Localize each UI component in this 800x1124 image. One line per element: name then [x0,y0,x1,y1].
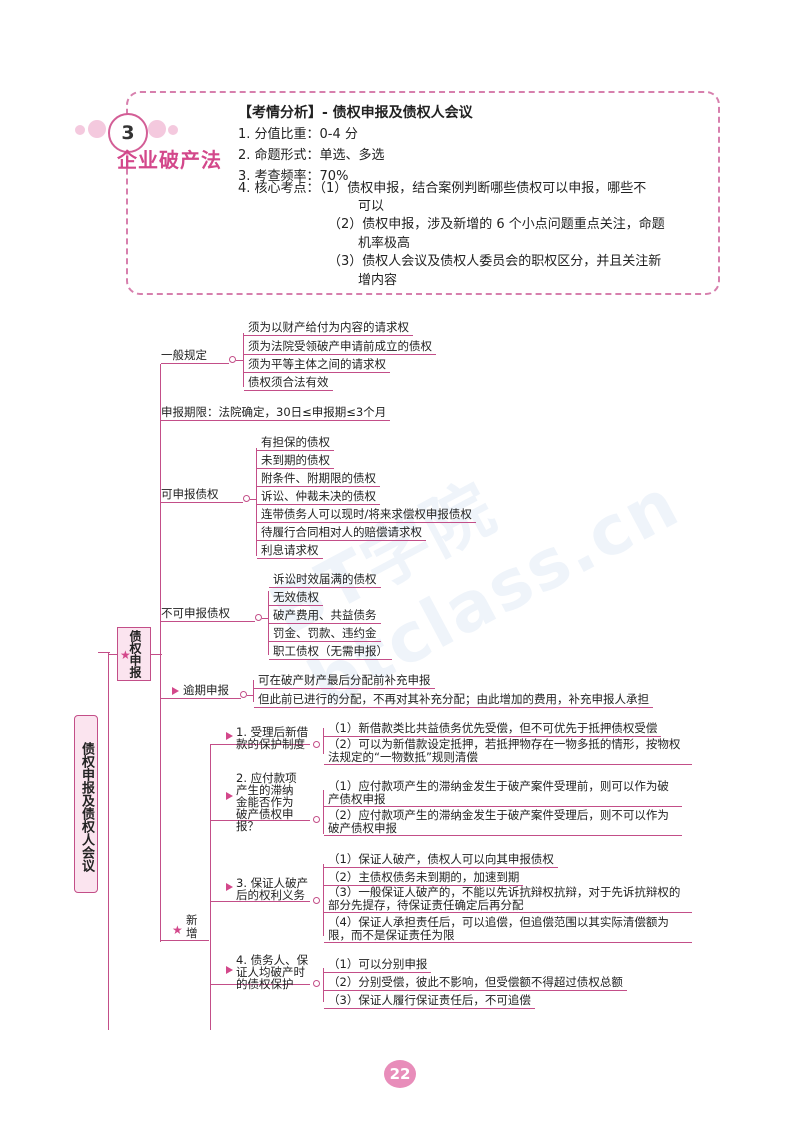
allowed-item: 有担保的债权 [257,435,334,451]
allowed-item: 连带债务人可以现时/将来求偿权申报债权 [257,507,476,523]
allowed-item: 待履行合同相对人的赔偿请求权 [257,525,426,541]
analysis-line: （3）债权人会议及债权人委员会的职权区分，并且关注新 [328,254,662,269]
connector-line [236,360,244,362]
claim-node: 债权申报 [117,627,151,681]
connector-line [323,864,325,936]
connector-line [150,654,162,656]
new-item: （1）应付款项产生的滞纳金发生于破产案件受理前，则可以作为破产债权申报 [324,780,682,807]
collapse-icon [243,495,250,502]
star-icon: ★ [120,648,131,662]
connector-line [108,654,118,656]
analysis-line: 3. 考查频率：70% [238,169,349,184]
collapse-icon [313,897,320,904]
connector-line [210,744,212,1030]
general-item: 须为以财产给付为内容的请求权 [244,320,413,336]
general-item: 债权须合法有效 [244,375,333,391]
connector-line [323,968,325,1002]
section-number-badge: 3 [108,113,148,153]
branch-new: 新增 [186,913,198,940]
new-group-label: 1. 受理后新借款的保护制度 [236,725,309,751]
analysis-line: 增内容 [358,273,398,288]
allowed-item: 利息请求权 [257,543,323,559]
connector-line [108,652,110,1030]
decor-dot-icon [88,120,106,138]
connector-line [247,695,254,697]
not-allowed-item: 罚金、罚款、违约金 [269,626,381,642]
new-item: （1）可以分别申报 [324,957,432,973]
allowed-item: 未到期的债权 [257,453,334,469]
connector-line [210,901,310,903]
deadline-rule: 申报期限：法院确定，30日≤申报期≤3个月 [161,405,391,421]
collapse-icon [240,691,247,698]
section-title: 企业破产法 [117,148,222,172]
root-node: 债权申报及债权人会议 [74,715,98,893]
branch-general: 一般规定 [161,348,229,364]
connector-line [256,448,258,556]
analysis-line: 可以 [358,199,385,214]
new-group-label: 2. 应付款项产生的滞纳金能否作为破产债权申报？ [236,771,297,833]
new-item: （2）应付款项产生的滞纳金发生于破产案件受理后，则不可以作为破产债权申报 [324,809,682,836]
decor-dot-icon [148,120,166,138]
connector-line [160,364,162,942]
collapse-icon [255,614,262,621]
not-allowed-item: 诉讼时效届满的债权 [269,572,381,588]
new-item: （1）新借款类比共益债务优先受偿，但不可优先于抵押债权受偿 [324,721,662,737]
flag-icon [172,687,179,695]
flag-icon [226,732,233,740]
collapse-icon [313,980,320,987]
analysis-line: 4. 核心考点：（1）债权申报，结合案例判断哪些债权可以申报，哪些不 [238,181,647,196]
decor-dot-icon [75,125,85,135]
branch-overdue: 逾期申报 [161,683,241,699]
collapse-icon [313,816,320,823]
connector-line [210,744,310,746]
analysis-box [126,91,720,295]
allowed-item: 诉讼、仲裁未决的债权 [257,489,380,505]
connector-line [250,499,257,501]
connector-line [323,790,325,834]
connector-line [323,728,325,754]
new-item: （3）一般保证人破产的，不能以先诉抗辩权抗辩，对于先诉抗辩权的部分先提存，待保证… [324,886,692,913]
branch-new-underline [161,926,209,941]
overdue-item: 可在破产财产最后分配前补充申报 [254,673,435,689]
connector-line [253,680,255,702]
claim-node-label: 债权申报 [128,630,142,678]
analysis-line: 1. 分值比重：0-4 分 [238,127,358,142]
not-allowed-item: 无效债权 [269,590,323,606]
star-icon: ★ [172,923,183,937]
allowed-item: 附条件、附期限的债权 [257,471,380,487]
new-item: （1）保证人破产，债权人可以向其申报债权 [324,852,558,868]
new-item: （2）主债权债务未到期的，加速到期 [324,870,524,886]
new-item: （2）分别受偿，彼此不影响，但受偿额不得超过债权总额 [324,975,627,991]
decor-dot-icon [168,125,178,135]
flag-icon [226,792,233,800]
new-item: （4）保证人承担责任后，可以追偿，但追偿范围以其实际清偿额为限，而不是保证责任为… [324,916,692,943]
analysis-line: （2）债权申报，涉及新增的 6 个小点问题重点关注，命题 [328,217,665,232]
flag-icon [226,883,233,891]
connector-line [210,820,310,822]
overdue-item: 但此前已进行的分配，不再对其补充分配；由此增加的费用，补充申报人承担 [254,692,653,708]
connector-line [210,984,310,986]
new-item: （2）可以为新借款设定抵押，若抵押物存在一物多抵的情形，按物权法规定的“一物数抵… [324,738,692,765]
new-group-label: 3. 保证人破产后的权利义务 [236,876,309,902]
analysis-title: 【考情分析】- 债权申报及债权人会议 [238,105,473,121]
new-item: （3）保证人履行保证责任后，不可追偿 [324,993,535,1009]
connector-line [262,618,269,620]
not-allowed-item: 破产费用、共益债务 [269,608,381,624]
connector-line [98,652,110,654]
analysis-line: 2. 命题形式：单选、多选 [238,148,385,163]
flag-icon [226,966,233,974]
collapse-icon [313,741,320,748]
not-allowed-item: 职工债权（无需申报） [269,644,392,660]
branch-allowed: 可申报债权 [161,487,243,503]
collapse-icon [229,356,236,363]
page-number: 22 [384,1060,416,1088]
connector-line [268,591,270,655]
general-item: 须为平等主体之间的请求权 [244,357,390,373]
new-group-label: 4. 债务人、保证人均破产时的债权保护 [236,953,309,991]
general-item: 须为法院受领破产申请前成立的债权 [244,339,436,355]
branch-not-allowed: 不可申报债权 [161,606,255,622]
analysis-line: 机率极高 [358,236,411,251]
